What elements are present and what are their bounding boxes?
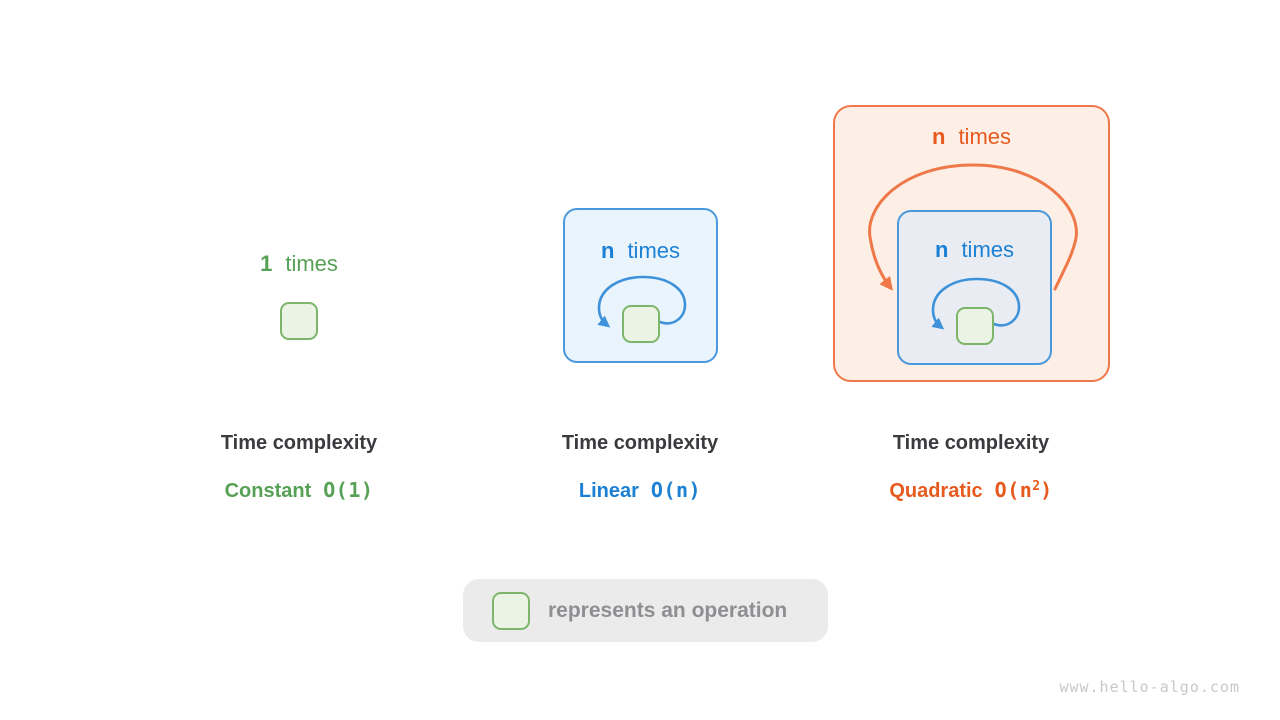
quadratic-inner-loop-word: times <box>961 237 1014 262</box>
constant-caption-title: Time complexity <box>220 432 378 454</box>
quadratic-complexity-name: Quadratic <box>889 480 983 502</box>
linear-caption-title: Time complexity <box>561 432 719 454</box>
linear-complexity-name: Linear <box>578 480 639 502</box>
constant-times-label: 1 times <box>199 250 399 278</box>
quadratic-complexity-notation: O(n2) <box>994 478 1053 502</box>
quadratic-outer-loop-count: n <box>931 124 946 149</box>
linear-loop-word: times <box>627 238 680 263</box>
quadratic-complexity-label: Quadratic O(n2) <box>821 474 1121 504</box>
constant-complexity-label: Constant O(1) <box>149 474 449 504</box>
operation-square <box>280 302 318 340</box>
operation-square <box>622 305 660 343</box>
quadratic-caption-title: Time complexity <box>892 432 1050 454</box>
operation-square <box>956 307 994 345</box>
constant-complexity-notation: O(1) <box>323 478 374 502</box>
linear-complexity-label: Linear O(n) <box>490 474 790 504</box>
quadratic-outer-loop-word: times <box>958 124 1011 149</box>
operation-square <box>492 591 530 630</box>
constant-complexity-name: Constant <box>224 480 312 502</box>
linear-loop-count: n <box>600 238 615 263</box>
constant-loop-word: times <box>285 251 338 276</box>
legend-text: represents an operation <box>548 598 788 622</box>
constant-loop-count: 1 <box>260 251 273 276</box>
watermark: www.hello-algo.com <box>1059 678 1240 696</box>
linear-complexity-notation: O(n) <box>650 478 702 502</box>
quadratic-inner-loop-count: n <box>934 237 949 262</box>
legend: represents an operation <box>463 579 828 642</box>
